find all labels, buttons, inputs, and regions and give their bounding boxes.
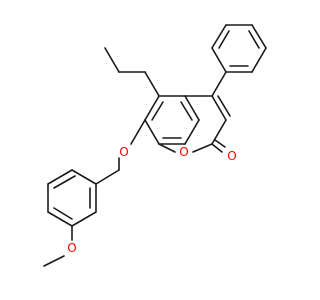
bond (184, 119, 200, 145)
bond (158, 143, 176, 153)
bond-double (151, 101, 164, 121)
bond-double (217, 95, 231, 117)
bond (71, 211, 97, 227)
atom-label-methoxy: O (67, 241, 76, 255)
bond (251, 47, 267, 73)
bond-double (248, 30, 260, 49)
bond (251, 24, 267, 49)
bond (211, 95, 227, 121)
bond-double (53, 175, 76, 189)
bond (47, 169, 73, 185)
bond (144, 119, 160, 145)
bond (184, 95, 200, 121)
bond-double (180, 101, 193, 121)
bond-double (214, 139, 226, 148)
bond (192, 143, 213, 153)
molecule-diagram: O O O O (43, 24, 267, 267)
atom-labels: O O O O (67, 145, 236, 255)
bond (211, 143, 223, 153)
bond-double (53, 207, 73, 220)
atom-label-ring: O (179, 145, 188, 159)
bond (130, 119, 146, 145)
bond (211, 24, 227, 49)
atom-label-carbonyl: O (227, 149, 236, 163)
bond (211, 71, 227, 97)
atom-label-ether: O (119, 145, 128, 159)
bond (104, 47, 120, 73)
bond-double (218, 30, 230, 49)
molecule-svg: O O O O (43, 24, 267, 267)
bond (47, 211, 73, 227)
bond (43, 255, 65, 267)
bond (71, 169, 97, 185)
bond (211, 47, 227, 73)
bond (211, 119, 227, 145)
bond (144, 71, 160, 97)
bond (95, 169, 120, 185)
bond (144, 95, 160, 121)
bonds (43, 24, 267, 267)
